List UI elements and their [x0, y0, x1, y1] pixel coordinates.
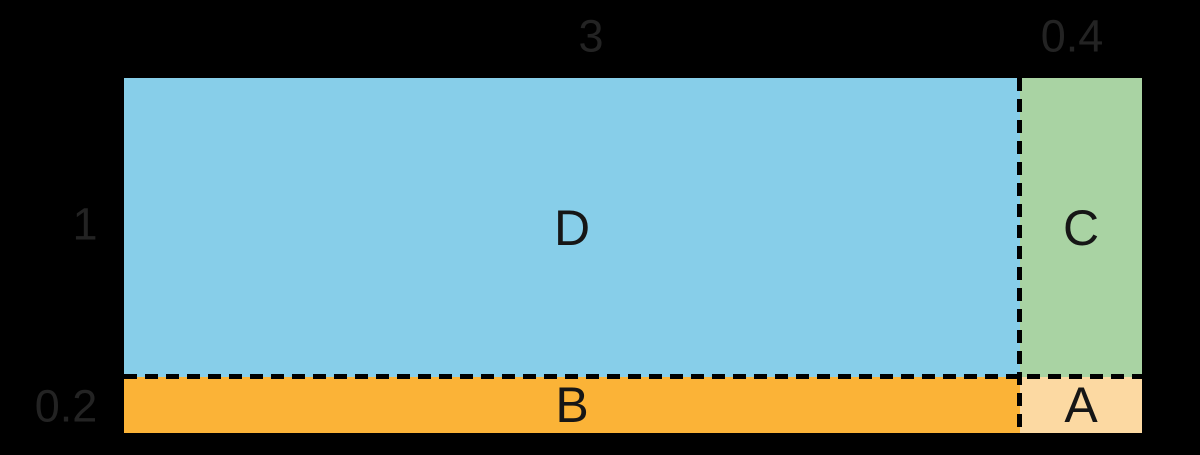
- region-d-label: D: [553, 199, 591, 256]
- top-width-label: 3: [578, 10, 604, 62]
- region-c: C: [1020, 78, 1142, 377]
- top-small-width-label: 0.4: [1040, 10, 1104, 62]
- side-small-height-label: 0.2: [34, 380, 98, 432]
- region-a-label: A: [1064, 377, 1098, 433]
- side-height-label: 1: [72, 198, 98, 250]
- horizontal-dashed-partition-line: [124, 374, 1142, 379]
- region-c-label: C: [1062, 199, 1100, 256]
- region-d: D: [124, 78, 1020, 377]
- region-b-label: B: [555, 377, 589, 433]
- vertical-dashed-partition-line: [1017, 78, 1022, 433]
- partitioned-rectangle: D C B A: [119, 73, 1147, 438]
- region-b: B: [124, 377, 1020, 433]
- region-a: A: [1020, 377, 1142, 433]
